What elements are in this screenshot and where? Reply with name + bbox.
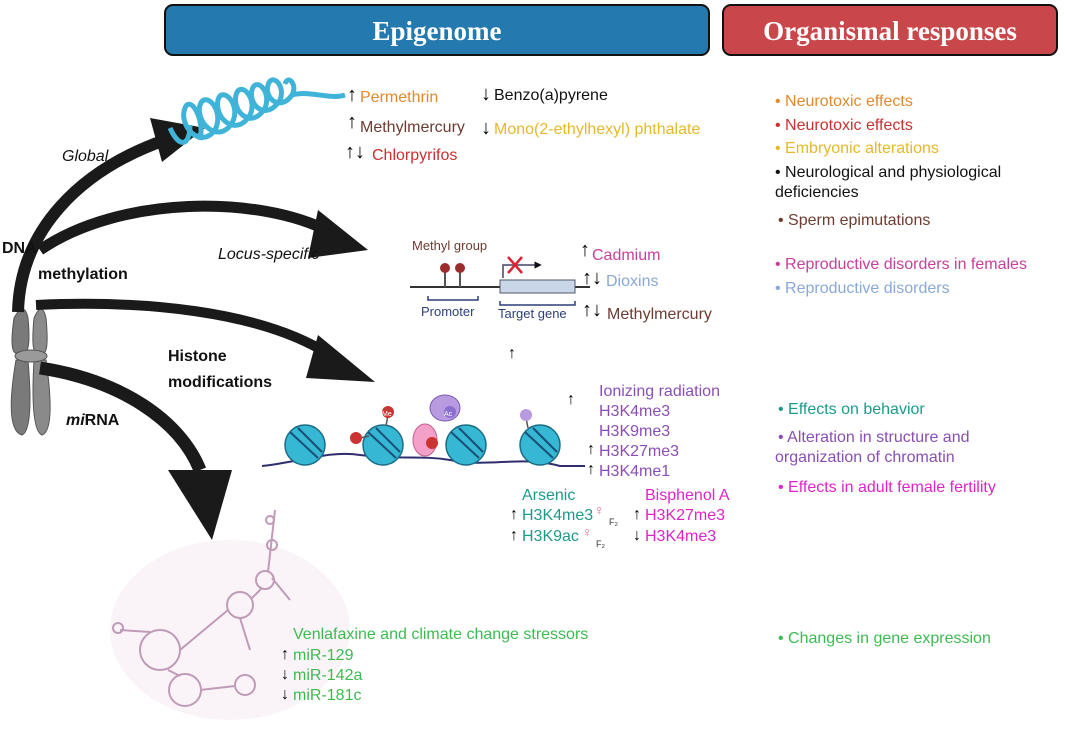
modifications-label: modifications: [168, 374, 273, 391]
methylation-label: methylation: [38, 266, 128, 283]
updown-arrow-icon: ↑↓: [582, 267, 602, 289]
down-arrow-icon: ↓: [481, 83, 491, 105]
global-label: Global: [62, 148, 109, 165]
histone-h3k4me1: H3K4me1: [599, 463, 671, 480]
nucleosome-chain: [261, 394, 585, 467]
arsenic-label: Arsenic: [522, 487, 576, 504]
locus-methylmercury: Methylmercury: [607, 306, 712, 323]
dna-label: DNA: [2, 240, 37, 257]
up-arrow-icon: ↑: [633, 506, 641, 523]
locus-arrow: [36, 200, 368, 258]
methyl-group-label: Methyl group: [412, 238, 488, 253]
response-chromatin: Alteration in structure and: [778, 428, 969, 448]
response-sperm: Sperm epimutations: [778, 211, 930, 231]
global-permethrin: Permethrin: [360, 89, 439, 106]
locus-specific-label: Locus-specific: [218, 246, 320, 263]
up-arrow-icon: ↑: [587, 441, 595, 458]
mirna-structure-icon: [110, 509, 350, 720]
response-repro: Reproductive disorders: [775, 279, 950, 299]
response-neurotoxic-1: Neurotoxic effects: [775, 92, 913, 112]
histone-h3k9me3: H3K9me3: [599, 423, 671, 440]
up-arrow-icon: ↑: [580, 239, 590, 261]
down-arrow-icon: ↓: [633, 527, 641, 544]
mirna-mir129: miR-129: [293, 647, 354, 664]
response-female-fertility: Effects in adult female fertility: [778, 478, 996, 498]
mirna-label: miRNA: [66, 412, 119, 430]
histone-ionizing: Ionizing radiation: [599, 383, 720, 400]
histone-h3k27me3: H3K27me3: [599, 443, 680, 460]
gene-locus-diagram: [410, 256, 590, 306]
response-neurological: Neurological and physiological: [775, 163, 1001, 183]
ac-tag: Ac: [444, 411, 453, 418]
up-arrow-icon: ↑: [347, 111, 357, 133]
response-embryonic: Embryonic alterations: [775, 139, 939, 159]
arsenic-h3k9ac: H3K9ac: [522, 528, 579, 545]
bpa-h3k27me3: H3K27me3: [645, 507, 726, 524]
mirna-arrow: [39, 361, 232, 540]
epigenome-header: Epigenome: [164, 4, 710, 56]
response-neurological-cont: deficiencies: [775, 184, 859, 201]
up-arrow-icon: ↑: [567, 391, 575, 408]
target-gene-label: Target gene: [498, 306, 567, 321]
response-chromatin-cont: organization of chromatin: [775, 449, 955, 466]
f2-label: F₂: [596, 539, 605, 549]
down-arrow-icon: ↓: [481, 117, 491, 139]
histone-h3k4me3: H3K4me3: [599, 403, 671, 420]
up-arrow-icon: ↑: [510, 506, 518, 523]
updown-arrow-icon: ↑↓: [582, 299, 602, 321]
me-tag: Me: [382, 411, 392, 418]
up-arrow-icon: ↑: [587, 461, 595, 478]
locus-dioxins: Dioxins: [606, 273, 659, 290]
promoter-label: Promoter: [421, 304, 475, 319]
dna-helix-icon: [167, 77, 346, 145]
global-benzo: Benzo(a)pyrene: [494, 87, 608, 104]
response-behavior: Effects on behavior: [778, 400, 925, 420]
mirna-mir181c: miR-181c: [293, 687, 362, 704]
f2-label: F₂: [609, 517, 618, 527]
mirna-stressors-title: Venlafaxine and climate change stressors: [293, 626, 589, 643]
global-methylmercury: Methylmercury: [360, 119, 465, 136]
down-arrow-icon: ↓: [281, 686, 289, 703]
response-repro-females: Reproductive disorders in females: [775, 255, 1027, 275]
histone-arrow: [35, 298, 375, 382]
mirna-mir142a: miR-142a: [293, 667, 363, 684]
updown-arrow-icon: ↑↓: [345, 141, 365, 163]
response-neurotoxic-2: Neurotoxic effects: [775, 116, 913, 136]
global-chlorpyrifos: Chlorpyrifos: [372, 147, 458, 164]
up-arrow-icon: ↑: [347, 84, 357, 106]
female-icon: ♀: [582, 524, 593, 540]
up-arrow-icon: ↑: [508, 345, 516, 362]
organismal-responses-header: Organismal responses: [722, 4, 1058, 56]
female-icon: ♀: [594, 502, 605, 518]
mirna-label-rna: RNA: [84, 412, 120, 429]
arsenic-h3k4me3: H3K4me3: [522, 507, 594, 524]
bpa-label: Bisphenol A: [645, 487, 730, 504]
histone-label: Histone: [168, 348, 227, 365]
global-mehp: Mono(2-ethylhexyl) phthalate: [494, 121, 701, 138]
up-arrow-icon: ↑: [281, 646, 289, 663]
down-arrow-icon: ↓: [281, 666, 289, 683]
up-arrow-icon: ↑: [510, 527, 518, 544]
response-gene-expression: Changes in gene expression: [778, 629, 991, 649]
bpa-h3k4me3: H3K4me3: [645, 528, 717, 545]
locus-cadmium: Cadmium: [592, 247, 661, 264]
mirna-label-mi: mi: [66, 412, 85, 429]
